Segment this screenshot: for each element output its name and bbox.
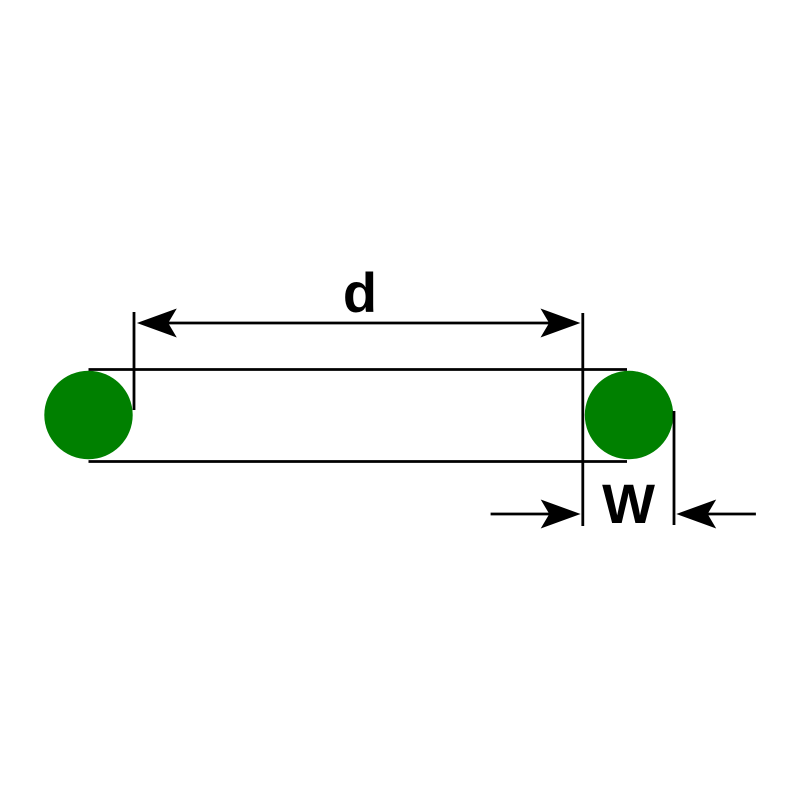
- svg-text:W: W: [602, 472, 655, 535]
- svg-text:d: d: [343, 261, 377, 324]
